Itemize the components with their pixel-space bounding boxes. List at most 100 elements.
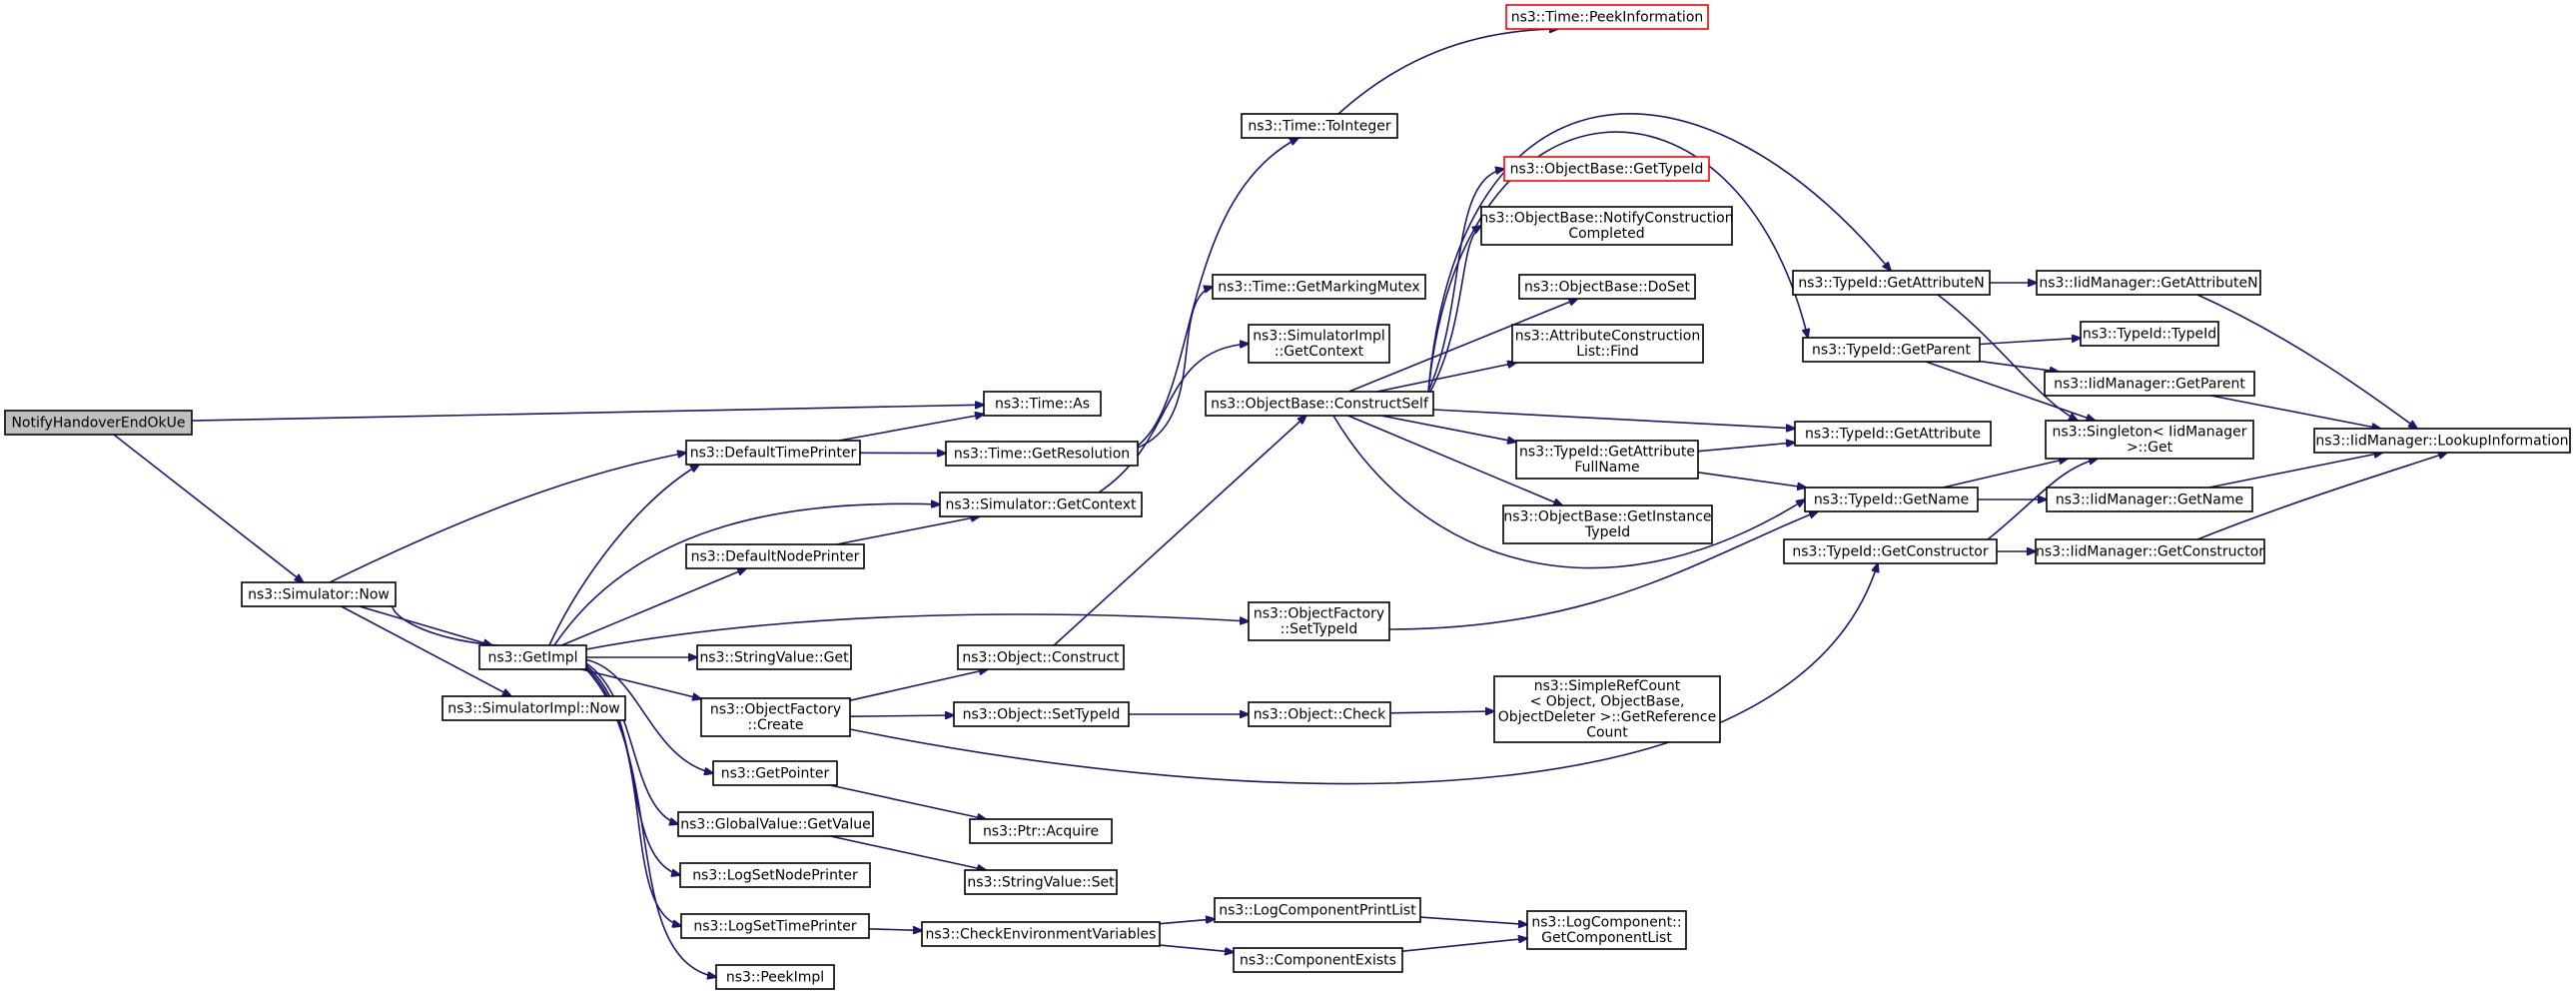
node-object_settypeid[interactable]: ns3::Object::SetTypeId (953, 701, 1130, 727)
edge-getimpl-to-defnodeprinter (560, 568, 746, 646)
node-box (1502, 504, 1713, 544)
node-typeid_typeid[interactable]: ns3::TypeId::TypeId (2080, 321, 2219, 347)
node-box (677, 811, 874, 837)
node-sim_getcontext[interactable]: ns3::Simulator::GetContext (939, 492, 1143, 517)
node-box (1802, 337, 1981, 363)
node-label: ns3::ComponentExists (1240, 952, 1396, 968)
node-box (2044, 371, 2255, 397)
node-label: ns3::LogSetTimePrinter (693, 918, 857, 934)
node-label: ns3::GetImpl (487, 649, 577, 665)
node-label: ns3::IidManager::GetAttributeN (2039, 275, 2257, 291)
node-objfactory_settypeid[interactable]: ns3::ObjectFactory::SetTypeId (1248, 601, 1390, 641)
node-object_construct[interactable]: ns3::Object::Construct (957, 644, 1125, 670)
edge-objbase_constructself-to-objbase_getinstance (1347, 415, 1563, 505)
node-box (1794, 421, 1992, 447)
node-singleton_get[interactable]: ns3::Singleton< IidManager >::Get (2045, 420, 2254, 460)
edge-object_check-to-simplerefcount (1389, 711, 1494, 713)
node-time_getres[interactable]: ns3::Time::GetResolution (945, 441, 1139, 467)
edge-logsettimeprinter-to-checkenv (868, 929, 922, 931)
node-sim_now[interactable]: ns3::Simulator::Now (241, 581, 397, 607)
node-compexists[interactable]: ns3::ComponentExists (1233, 947, 1403, 973)
node-simimpl_now[interactable]: ns3::SimulatorImpl::Now (441, 695, 626, 721)
edge-getimpl-to-deftimeprinter (548, 465, 699, 646)
node-getpointer[interactable]: ns3::GetPointer (712, 760, 838, 786)
node-typeid_getattr[interactable]: ns3::TypeId::GetAttribute (1794, 421, 1992, 447)
node-time_getmarking[interactable]: ns3::Time::GetMarkingMutex (1212, 274, 1426, 300)
edge-getimpl-to-sim_now (393, 599, 498, 646)
node-objbase_constructself[interactable]: ns3::ObjectBase::ConstructSelf (1205, 391, 1434, 417)
node-box (2036, 270, 2261, 296)
node-checkenv[interactable]: ns3::CheckEnvironmentVariables (921, 921, 1161, 947)
node-getimpl[interactable]: ns3::GetImpl (478, 644, 587, 670)
node-label: ns3::SimulatorImpl (1253, 329, 1385, 345)
node-time_as[interactable]: ns3::Time::As (983, 391, 1102, 417)
node-objbase_doset[interactable]: ns3::ObjectBase::DoSet (1518, 274, 1696, 300)
edge-typeid_getname-to-singleton_get (1943, 459, 2068, 489)
node-stringvalue_get[interactable]: ns3::StringValue::Get (696, 644, 852, 670)
node-typeid_getconstructor[interactable]: ns3::TypeId::GetConstructor (1783, 538, 1998, 564)
node-deftimeprinter[interactable]: ns3::DefaultTimePrinter (685, 440, 861, 466)
node-defnodeprinter[interactable]: ns3::DefaultNodePrinter (685, 543, 865, 569)
node-object_check[interactable]: ns3::Object::Check (1248, 701, 1391, 727)
node-box (1526, 910, 1687, 950)
node-iid_getattrn[interactable]: ns3::IidManager::GetAttributeN (2036, 270, 2261, 296)
node-box (1241, 113, 1398, 139)
node-box (712, 760, 838, 786)
node-label: ns3::ObjectBase::NotifyConstruction (1479, 211, 1733, 227)
node-label: TypeId (1584, 524, 1630, 540)
node-iid_getparent[interactable]: ns3::IidManager::GetParent (2044, 371, 2255, 397)
node-box (441, 695, 626, 721)
edge-object_construct-to-objbase_constructself (1053, 416, 1306, 646)
node-simplerefcount[interactable]: ns3::SimpleRefCount< Object, ObjectBase,… (1493, 675, 1721, 743)
node-typeid_getname[interactable]: ns3::TypeId::GetName (1804, 487, 1979, 512)
edge-iid_getattrn-to-iid_lookup (2196, 294, 2417, 429)
node-iid_getconstructor[interactable]: ns3::IidManager::GetConstructor (2035, 538, 2265, 564)
node-iid_getname[interactable]: ns3::IidManager::GetName (2046, 487, 2253, 512)
edge-root-to-time_as (191, 405, 984, 422)
node-label: ns3::LogSetNodePrinter (692, 867, 858, 883)
node-label: ns3::IidManager::GetConstructor (2036, 543, 2264, 559)
node-label: ::SetTypeId (1281, 621, 1358, 637)
node-label: ObjectDeleter >::GetReference (1498, 709, 1716, 725)
node-root[interactable]: NotifyHandoverEndOkUe (4, 410, 193, 436)
node-logcompprintlist[interactable]: ns3::LogComponentPrintList (1214, 897, 1421, 923)
node-objfactory_create[interactable]: ns3::ObjectFactory::Create (700, 697, 851, 737)
edge-sim_now-to-simimpl_now (341, 605, 511, 696)
edge-compexists-to-logcomp_getlist (1401, 938, 1527, 952)
node-box (957, 644, 1125, 670)
node-iid_lookup[interactable]: ns3::IidManager::LookupInformation (2313, 428, 2571, 454)
node-logsetnodeprinter[interactable]: ns3::LogSetNodePrinter (679, 862, 871, 888)
node-label: ns3::ObjectFactory (710, 702, 841, 718)
node-time_peekinfo[interactable]: ns3::Time::PeekInformation (1505, 4, 1709, 30)
node-label: ::GetContext (1275, 344, 1364, 360)
node-objbase_notify[interactable]: ns3::ObjectBase::NotifyConstructionCompl… (1479, 206, 1734, 246)
node-logcomp_getlist[interactable]: ns3::LogComponent::GetComponentList (1526, 910, 1687, 950)
node-logsettimeprinter[interactable]: ns3::LogSetTimePrinter (680, 913, 870, 939)
edge-time_tointeger-to-time_peekinfo (1337, 29, 1558, 115)
edge-typeid_getattrfullname-to-typeid_getattr (1697, 443, 1795, 453)
edge-objbase_constructself-to-typeid_getname (1332, 415, 1805, 569)
node-label: ns3::ObjectBase::GetTypeId (1510, 161, 1704, 177)
node-simimpl_getcontext[interactable]: ns3::SimulatorImpl::GetContext (1248, 324, 1390, 364)
node-typeid_getparent[interactable]: ns3::TypeId::GetParent (1802, 337, 1981, 363)
node-box (939, 492, 1143, 517)
node-peekimpl[interactable]: ns3::PeekImpl (715, 964, 835, 990)
node-time_tointeger[interactable]: ns3::Time::ToInteger (1241, 113, 1398, 139)
edge-iid_getconstructor-to-iid_lookup (2196, 453, 2447, 540)
node-label: ns3::TypeId::GetConstructor (1792, 543, 1988, 559)
edge-iid_getname-to-iid_lookup (2208, 453, 2383, 489)
edge-objbase_constructself-to-objbase_notify (1429, 226, 1481, 393)
node-globalvalue_get[interactable]: ns3::GlobalValue::GetValue (677, 811, 874, 837)
node-box (1248, 324, 1390, 364)
edge-time_getres-to-time_getmarking (1137, 287, 1213, 449)
node-label: ns3::IidManager::GetName (2056, 492, 2243, 507)
node-stringvalue_set[interactable]: ns3::StringValue::Set (964, 869, 1118, 895)
node-objbase_gettypeid[interactable]: ns3::ObjectBase::GetTypeId (1503, 156, 1710, 182)
node-label: ns3::ObjectBase::DoSet (1524, 279, 1690, 295)
node-typeid_getattrn[interactable]: ns3::TypeId::GetAttributeN (1792, 270, 1991, 296)
node-box (1511, 324, 1704, 364)
node-ptr_acquire[interactable]: ns3::Ptr::Acquire (969, 818, 1113, 844)
